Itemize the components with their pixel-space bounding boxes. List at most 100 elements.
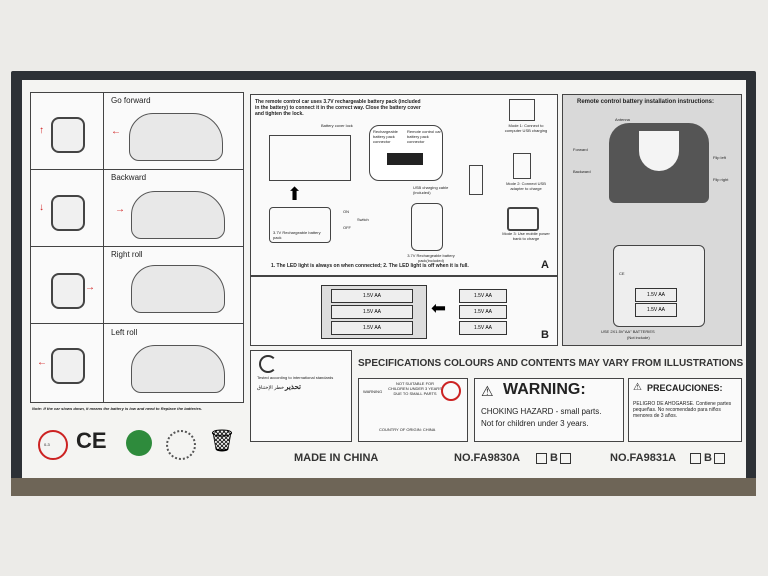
left-arrow-icon: ← bbox=[37, 357, 47, 368]
battery-cover-lock-label: Battery cover lock bbox=[321, 123, 353, 128]
controller-face bbox=[639, 131, 679, 171]
remote-install-panel: Remote control battery installation inst… bbox=[562, 94, 742, 346]
row-divider bbox=[31, 323, 243, 324]
aa-cell: 1.5V AA bbox=[331, 305, 413, 319]
aa-cell: 1.5V AA bbox=[459, 305, 507, 319]
car-illustration bbox=[131, 345, 225, 393]
controller-icon bbox=[51, 348, 85, 384]
model-number-2: NO.FA9831A bbox=[610, 452, 677, 464]
no-children-icon bbox=[441, 381, 461, 401]
battery-note: Note: If the car slows down, it means th… bbox=[32, 406, 203, 411]
recycle-icon bbox=[166, 430, 196, 460]
precauciones-box: ⚠ PRECAUCIONES: PELIGRO DE AHOGARSE. Con… bbox=[628, 378, 742, 442]
panel-letter-b: B bbox=[541, 329, 549, 341]
connector-plug-icon bbox=[387, 153, 423, 165]
checkbox-b-2 bbox=[714, 453, 725, 464]
pack-connector-label: Rechargeable battery pack connector bbox=[373, 129, 398, 144]
controller-icon bbox=[51, 273, 85, 309]
mode1-label: Mode 1: Connect to computer USB charging bbox=[504, 123, 548, 133]
left-roll-label: Left roll bbox=[111, 328, 138, 337]
panel-letter-a: A bbox=[541, 259, 549, 271]
green-dot-icon bbox=[126, 430, 152, 456]
tested-label: Tested according to international standa… bbox=[257, 375, 334, 380]
model-number-1: NO.FA9830A bbox=[454, 452, 521, 464]
aa-battery-panel: 1.5V AA 1.5V AA 1.5V AA ⬅ 1.5V AA 1.5V A… bbox=[250, 276, 558, 346]
aa-cell: 1.5V AA bbox=[635, 288, 677, 302]
car-illustration bbox=[131, 191, 225, 239]
precauciones-title: PRECAUCIONES: bbox=[647, 383, 723, 393]
not-for-children: Not for children under 3 years. bbox=[481, 419, 589, 428]
battery-pack-label: 3.7V Rechargeable battery pack bbox=[273, 230, 321, 240]
left-arrow-icon: ⬅ bbox=[431, 298, 447, 318]
age-mark: 0-3 bbox=[44, 442, 50, 447]
backward-label: Backward bbox=[111, 173, 147, 182]
right-arrow-icon: → bbox=[115, 204, 125, 215]
arabic-test-box: Tested according to international standa… bbox=[250, 350, 352, 442]
rechargeable-battery-pack bbox=[269, 207, 331, 243]
off-label: OFF bbox=[343, 225, 351, 230]
flip-left-label: Flip left bbox=[713, 155, 726, 160]
up-arrow-icon: ⬆ bbox=[287, 184, 303, 204]
model-b-1: B bbox=[550, 452, 558, 464]
not-include-label: (Not include) bbox=[627, 335, 650, 340]
mode3-label: Mode 3: Use mobile power bank to charge bbox=[502, 231, 550, 241]
spec-notice: SPECIFICATIONS COLOURS AND CONTENTS MAY … bbox=[358, 358, 744, 369]
checkbox-b-1 bbox=[560, 453, 571, 464]
crescent-logo-icon bbox=[259, 355, 277, 373]
car-illustration bbox=[131, 265, 225, 313]
charging-panel: The remote control car uses 3.7V recharg… bbox=[250, 94, 558, 276]
up-arrow-icon: ↑ bbox=[39, 125, 44, 136]
precauciones-triangle-icon: ⚠ bbox=[633, 382, 642, 393]
ce-label: CE bbox=[619, 271, 625, 276]
weee-bin-icon: 🗑 bbox=[208, 428, 236, 453]
box-lid-edge bbox=[11, 478, 756, 496]
remote-install-title: Remote control battery installation inst… bbox=[577, 99, 715, 105]
car-battery-compartment bbox=[269, 135, 351, 181]
warning-title: WARNING: bbox=[503, 381, 586, 398]
not-suitable-label: NOT SUITABLE FOR CHILDREN UNDER 3 YEARS … bbox=[388, 381, 442, 396]
flip-right-label: Flip right bbox=[713, 177, 729, 182]
backward-label: Backward bbox=[573, 169, 591, 174]
warning-triangle-icon: ⚠ bbox=[481, 383, 494, 399]
aa-cell: 1.5V AA bbox=[635, 303, 677, 317]
use-batteries-label: USE 2X1.5V"AA" BATTERIES bbox=[601, 329, 655, 334]
no-under-3-icon bbox=[38, 430, 68, 460]
small-warning-box: WARNING NOT SUITABLE FOR CHILDREN UNDER … bbox=[358, 378, 468, 442]
controller-icon bbox=[51, 195, 85, 231]
forward-label: Forward bbox=[573, 147, 588, 152]
computer-icon bbox=[509, 99, 535, 121]
left-arrow-icon: ← bbox=[111, 126, 121, 137]
charging-instructions: The remote control car uses 3.7V recharg… bbox=[255, 99, 421, 117]
row-divider bbox=[31, 246, 243, 247]
aa-cell: 1.5V AA bbox=[459, 321, 507, 335]
warning-box: ⚠ WARNING: CHOKING HAZARD - small parts.… bbox=[474, 378, 624, 442]
battery-pack-icon bbox=[411, 203, 443, 251]
country-label: COUNTRY OF ORIGIN: CHINA bbox=[379, 427, 436, 432]
usb-plug-icon bbox=[469, 165, 483, 195]
arabic-warning: تحذير bbox=[285, 384, 301, 391]
arabic-choking: خطر الإختناق bbox=[257, 385, 285, 391]
pack-included-label: 3.7V Rechargeable battery pack(included) bbox=[407, 253, 455, 263]
car-illustration bbox=[129, 113, 223, 161]
on-label: ON bbox=[343, 209, 349, 214]
made-in-china: MADE IN CHINA bbox=[294, 452, 379, 464]
warning-small-label: WARNING bbox=[363, 389, 383, 394]
led-note: 1. The LED light is always on when conne… bbox=[271, 263, 469, 269]
aa-cell: 1.5V AA bbox=[459, 289, 507, 303]
usb-cable-label: USB charging cable (included) bbox=[413, 185, 449, 195]
antenna-label: Antenna bbox=[615, 117, 630, 122]
choking-hazard: CHOKING HAZARD - small parts. bbox=[481, 407, 602, 416]
checkbox-a-1 bbox=[536, 453, 547, 464]
column-divider bbox=[103, 93, 104, 402]
checkbox-a-2 bbox=[690, 453, 701, 464]
controller-icon bbox=[51, 117, 85, 153]
instruction-panel: ↑ Go forward ← ↓ Backward → → Right roll… bbox=[22, 80, 746, 478]
right-roll-label: Right roll bbox=[111, 250, 143, 259]
right-arrow-icon: → bbox=[85, 282, 95, 293]
aa-cell: 1.5V AA bbox=[331, 289, 413, 303]
car-connector-label: Remote control car battery pack connecto… bbox=[407, 129, 441, 144]
go-forward-label: Go forward bbox=[111, 96, 151, 105]
controls-grid: ↑ Go forward ← ↓ Backward → → Right roll… bbox=[30, 92, 244, 403]
aa-cell: 1.5V AA bbox=[331, 321, 413, 335]
down-arrow-icon: ↓ bbox=[39, 202, 44, 213]
